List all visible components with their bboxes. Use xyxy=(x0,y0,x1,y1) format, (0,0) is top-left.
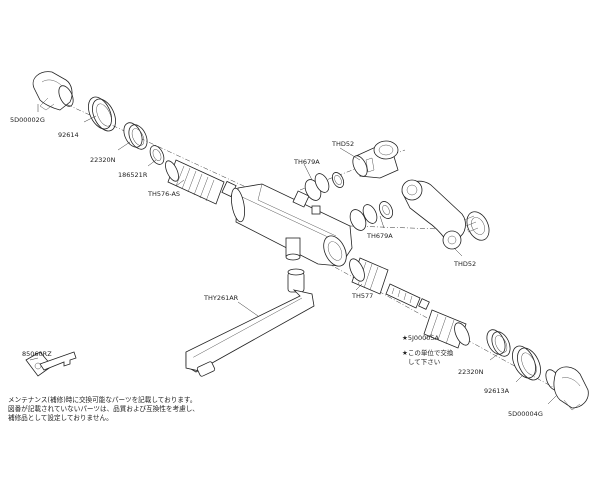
label-thd52-right: THD52 xyxy=(453,260,476,268)
fitting-part-th679a-right xyxy=(349,201,394,231)
key-tool-part-85060rz xyxy=(25,351,77,377)
label-5j00005a: ★5J00005A xyxy=(402,334,440,342)
label-th577: TH577 xyxy=(351,292,373,300)
nut-part-22320n-top xyxy=(123,122,148,150)
axis-line-right xyxy=(299,247,581,403)
axis-line-left xyxy=(39,91,301,213)
label-22320n-top: 22320N xyxy=(90,156,116,164)
washer-part-186521r xyxy=(149,145,165,165)
nut-part-22320n-bottom xyxy=(486,329,511,357)
label-th679a-right: TH679A xyxy=(366,232,393,240)
footer-note-line-1: メンテナンス(補修)時に交換可能なパーツを記載しております。 xyxy=(8,396,197,404)
star-note-line-1: ★この単位で交換 xyxy=(402,348,454,357)
handle-part-right xyxy=(545,366,589,411)
cartridge-part-th577 xyxy=(349,257,430,310)
handle-part-left xyxy=(32,71,74,111)
elbow-part-thd52-top xyxy=(352,140,399,179)
label-th576as: TH576-AS xyxy=(147,190,180,198)
label-22320n-bottom: 22320N xyxy=(458,368,484,376)
ring-part-92613a xyxy=(512,345,541,381)
footer-note-line-3: 補修品として設定しておりません。 xyxy=(8,414,113,422)
leader-lines xyxy=(29,104,557,405)
cartridge-part-th576as xyxy=(165,159,237,205)
label-thd52-top: THD52 xyxy=(331,140,354,148)
faucet-body xyxy=(230,183,353,267)
footer-note-line-2: 図番が記載されていないパーツは、品質および互換性を考慮し、 xyxy=(8,405,199,413)
assembly-part-5j00005a xyxy=(423,309,470,349)
spout-part-thy261ar xyxy=(185,268,315,377)
leg-part-thd52-right xyxy=(401,179,490,250)
label-th679a-top: TH679A xyxy=(293,158,320,166)
label-thy261ar: THY261AR xyxy=(203,294,239,302)
fitting-part-th679a-top xyxy=(304,172,345,201)
label-92613a: 92613A xyxy=(484,387,510,395)
label-92614: 92614 xyxy=(58,131,79,139)
label-5d00002g: 5D00002G xyxy=(10,116,45,124)
label-85060rz: 85060RZ xyxy=(22,350,52,358)
ring-part-92614 xyxy=(88,96,116,132)
star-note-line-2: して下さい xyxy=(408,358,440,366)
label-186521r: 186521R xyxy=(118,171,148,179)
label-5d00004g: 5D00004G xyxy=(508,410,543,418)
